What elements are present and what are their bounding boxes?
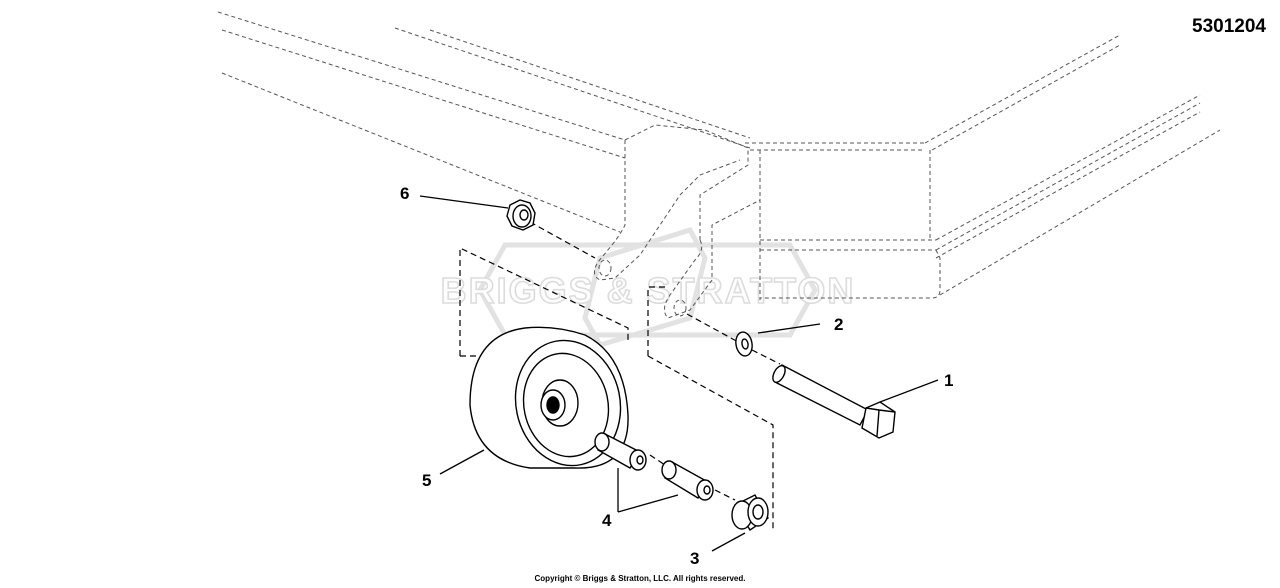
copyright-notice: Copyright © Briggs & Stratton, LLC. All … bbox=[534, 574, 746, 583]
callout-5[interactable]: 5 bbox=[422, 471, 431, 490]
leader-line-6 bbox=[419, 195, 509, 209]
part-4-spacer-lower bbox=[661, 460, 714, 501]
watermark-text: BRIGGS & STRATTON bbox=[441, 270, 856, 311]
part-1-hex-bolt bbox=[772, 364, 896, 439]
diagram-part-number: 5301204 bbox=[1192, 16, 1266, 37]
callout-4[interactable]: 4 bbox=[602, 511, 612, 530]
brand-watermark: BRIGGS & STRATTON bbox=[440, 226, 856, 348]
part-4-spacer-upper bbox=[594, 432, 647, 471]
callout-1[interactable]: 1 bbox=[944, 371, 953, 390]
assembly-dashed-lines bbox=[459, 221, 781, 530]
leader-line-4b bbox=[617, 494, 679, 513]
deck-frame-phantom bbox=[217, 11, 1221, 319]
part-5-wheel bbox=[469, 326, 629, 469]
callout-6[interactable]: 6 bbox=[400, 184, 409, 203]
leader-line-3 bbox=[711, 532, 746, 552]
leader-line-1 bbox=[879, 379, 939, 403]
part-3-bushing bbox=[731, 494, 769, 531]
leader-line-2 bbox=[757, 323, 821, 334]
part-6-lock-nut bbox=[506, 199, 536, 231]
callouts: 1 2 3 4 5 6 bbox=[400, 184, 953, 568]
callout-3[interactable]: 3 bbox=[690, 549, 699, 568]
leader-line-5 bbox=[439, 449, 485, 475]
leader-lines bbox=[419, 195, 939, 552]
callout-2[interactable]: 2 bbox=[834, 315, 843, 334]
part-2-washer bbox=[735, 331, 753, 357]
